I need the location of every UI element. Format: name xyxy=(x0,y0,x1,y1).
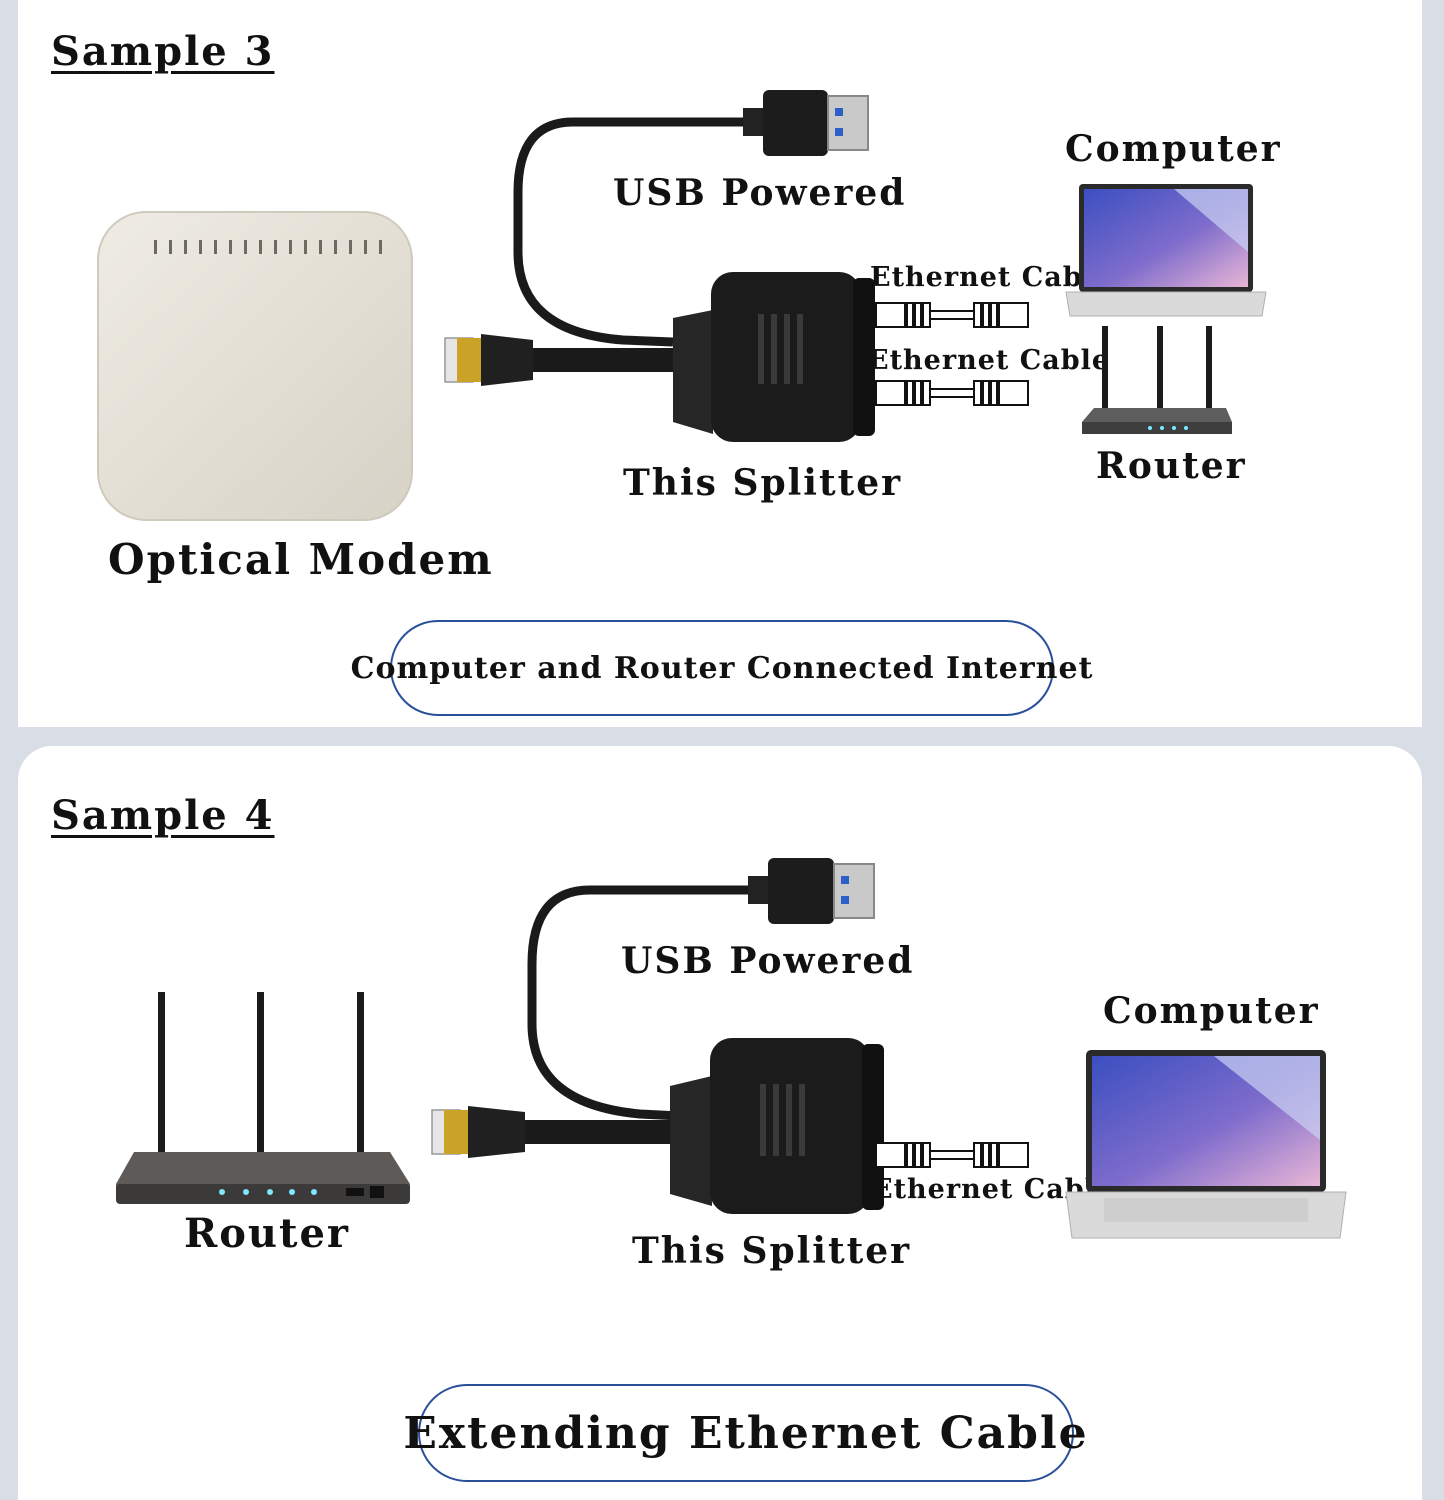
sample-4-title: Sample 4 xyxy=(51,792,275,839)
caption-box: Computer and Router Connected Internet xyxy=(351,620,1092,716)
splitter-image xyxy=(444,90,875,442)
computer-label: Computer xyxy=(1065,128,1282,170)
optical-modem-image xyxy=(97,211,413,521)
splitter-label: This Splitter xyxy=(623,462,903,504)
ethernet-cable-icon-1 xyxy=(875,302,1029,328)
router-label: Router xyxy=(184,1210,351,1257)
ethernet-cable-icon xyxy=(875,1142,1029,1168)
splitter-image xyxy=(431,858,884,1214)
optical-modem-label: Optical Modem xyxy=(108,535,494,584)
ethernet-cable-label-1: Ethernet Cable xyxy=(870,262,1113,293)
router-image xyxy=(116,992,410,1204)
router-label: Router xyxy=(1096,445,1247,487)
caption-box: Extending Ethernet Cable xyxy=(403,1384,1087,1482)
sample-4-panel: Sample 4 Router USB Powered This Splitte xyxy=(18,746,1422,1500)
ethernet-cable-label-2: Ethernet Cable xyxy=(868,345,1111,376)
caption-text: Computer and Router Connected Internet xyxy=(350,650,1094,686)
computer-label: Computer xyxy=(1103,990,1320,1032)
router-image xyxy=(1082,326,1232,434)
caption-text: Extending Ethernet Cable xyxy=(403,1407,1089,1459)
ethernet-cable-icon-2 xyxy=(875,380,1029,406)
laptop-image xyxy=(1065,1050,1347,1239)
usb-powered-label: USB Powered xyxy=(613,172,907,214)
laptop-image xyxy=(1065,184,1267,317)
splitter-label: This Splitter xyxy=(632,1230,912,1272)
sample-3-panel: Sample 3 Optical Modem xyxy=(18,0,1422,727)
usb-powered-label: USB Powered xyxy=(621,940,915,982)
sample-3-title: Sample 3 xyxy=(51,28,275,75)
